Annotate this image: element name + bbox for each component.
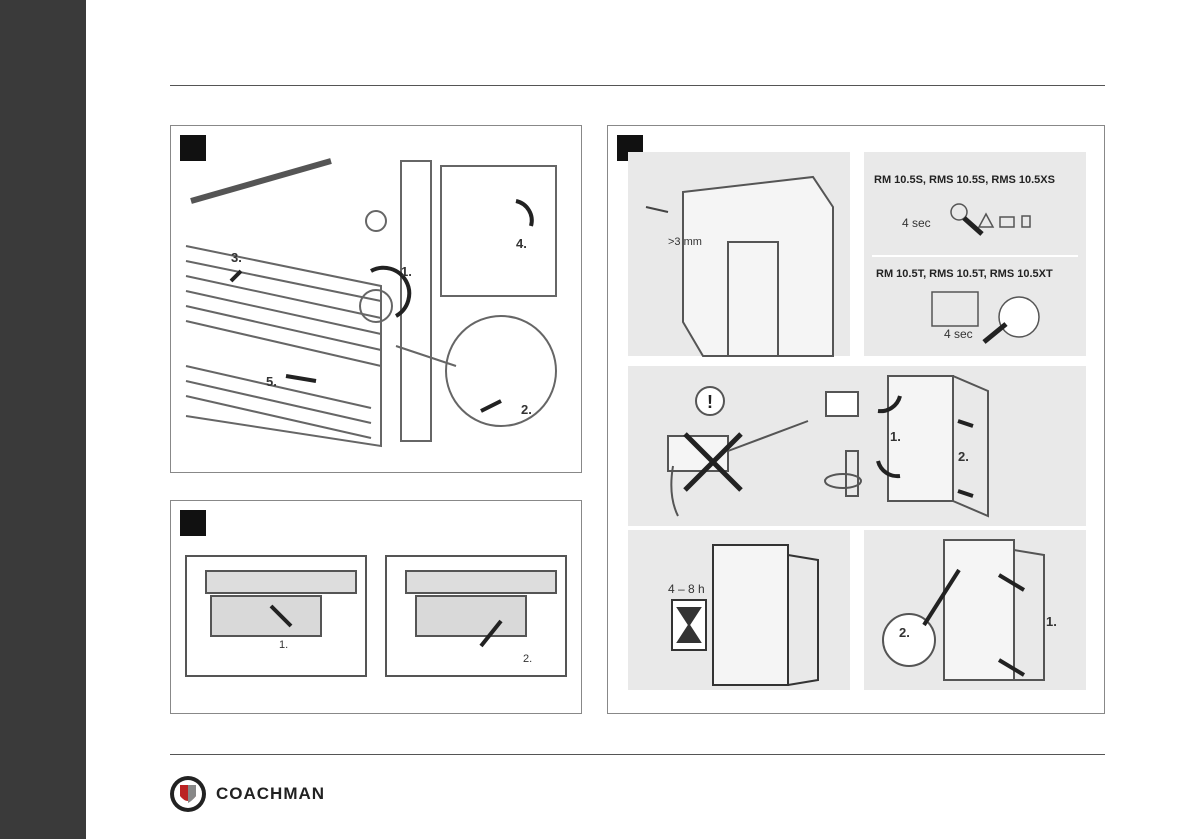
svg-text:!: ! bbox=[707, 392, 713, 412]
gap-label: >3 mm bbox=[668, 236, 702, 248]
panel-defrost: >3 mm RM 10.5S, RMS 10.5S, RMS 10.5XS 4 … bbox=[607, 125, 1105, 714]
defrost-illustration: ! bbox=[628, 366, 1086, 526]
header-rule bbox=[170, 85, 1105, 86]
dry-step-1: 1. bbox=[1046, 614, 1057, 629]
panel-shelf-removal: 3. 1. 4. 5. 2. bbox=[170, 125, 582, 473]
flap-illustration bbox=[171, 501, 581, 713]
step-label-1: 1. bbox=[401, 264, 412, 279]
left-sidebar-bar bbox=[0, 0, 86, 839]
brand-logo: COACHMAN bbox=[168, 774, 325, 814]
brand-name: COACHMAN bbox=[216, 784, 325, 804]
step-label-5: 5. bbox=[266, 374, 277, 389]
dry-illustration bbox=[864, 530, 1086, 690]
footer-rule bbox=[170, 754, 1105, 755]
fridge-door-illustration bbox=[628, 152, 850, 356]
dry-step-2: 2. bbox=[899, 625, 910, 640]
panel-freezer-flap: 1. 2. bbox=[170, 500, 582, 714]
shield-icon bbox=[168, 774, 208, 814]
control-buttons-illustration bbox=[864, 152, 1086, 356]
step-label-4: 4. bbox=[516, 236, 527, 251]
dry-panel: 2. 1. bbox=[864, 530, 1086, 690]
wait-panel: 4 – 8 h bbox=[628, 530, 850, 690]
defrost-panel: ! 1. 2. bbox=[628, 366, 1086, 526]
step-label-1: 1. bbox=[279, 639, 288, 651]
hourglass-fridge-illustration bbox=[628, 530, 850, 690]
door-gap-panel: >3 mm bbox=[628, 152, 850, 356]
defrost-step-1: 1. bbox=[890, 429, 901, 444]
step-label-3: 3. bbox=[231, 250, 242, 265]
shelf-illustration bbox=[171, 126, 581, 472]
control-panel-instructions: RM 10.5S, RMS 10.5S, RMS 10.5XS 4 sec RM… bbox=[864, 152, 1086, 356]
step-label-2: 2. bbox=[521, 402, 532, 417]
defrost-step-2: 2. bbox=[958, 449, 969, 464]
step-label-2: 2. bbox=[523, 653, 532, 665]
